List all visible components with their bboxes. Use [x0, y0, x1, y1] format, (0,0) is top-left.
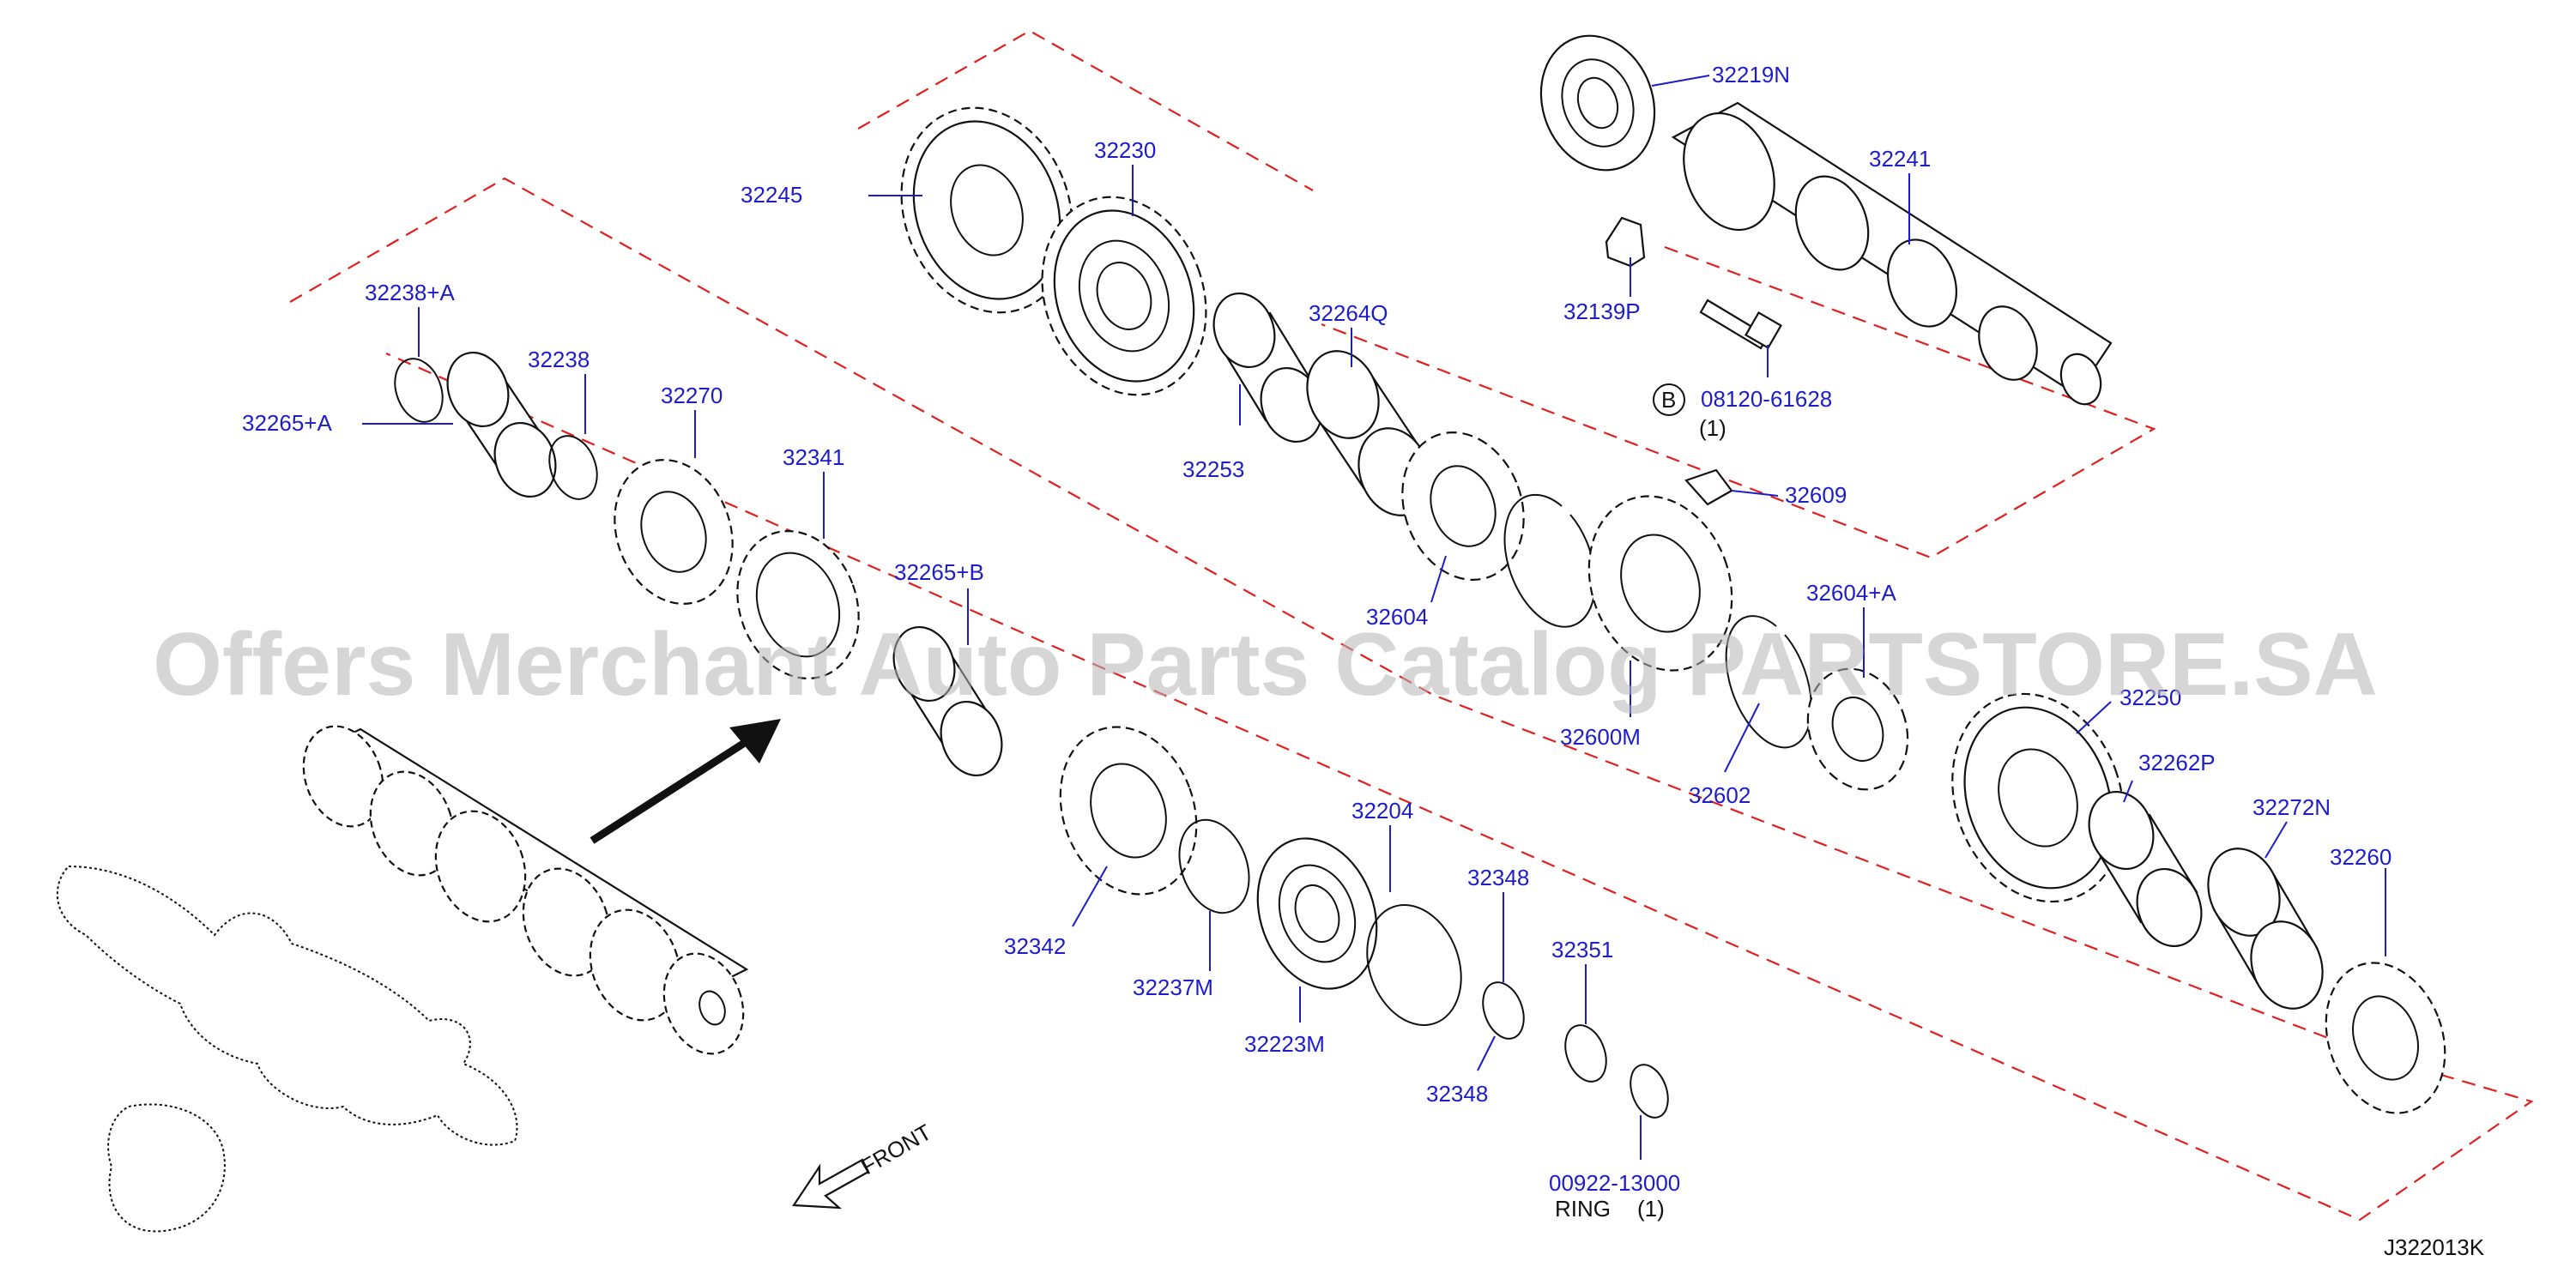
label-32260[interactable]: 32260 [2330, 844, 2392, 870]
label-32204[interactable]: 32204 [1351, 798, 1413, 824]
ball-bearing-32219N [1539, 34, 1656, 172]
group-outline-upper [857, 29, 1314, 191]
label-32348-lower[interactable]: 32348 [1426, 1081, 1488, 1107]
watermark: Offers Merchant Auto Parts Catalog PARTS… [153, 615, 2378, 715]
leader-lines [362, 75, 2386, 1160]
label-32351[interactable]: 32351 [1551, 937, 1613, 962]
snap-ring-32602 [1725, 615, 1812, 749]
assembled-mainshaft [302, 725, 749, 1055]
label-32264Q[interactable]: 32264Q [1309, 300, 1388, 326]
bushing-32265B [892, 625, 1003, 777]
synchro-hub-32604 [1401, 431, 1525, 582]
ring-name: RING [1555, 1196, 1611, 1222]
label-32604[interactable]: 32604 [1366, 604, 1428, 630]
label-32238A[interactable]: 32238+A [365, 280, 455, 305]
part-labels: 32219N 32245 32230 32241 32139P 32264Q 0… [242, 62, 2392, 1196]
bolt-qty: (1) [1699, 415, 1726, 441]
snap-ring-32348 [1482, 981, 1525, 1040]
spacer-32204 [1366, 904, 1462, 1026]
front-direction-icon [792, 1158, 870, 1210]
label-32262P[interactable]: 32262P [2138, 750, 2216, 775]
label-32348-upper[interactable]: 32348 [1467, 865, 1529, 890]
label-32602[interactable]: 32602 [1689, 782, 1751, 808]
label-32250[interactable]: 32250 [2119, 685, 2181, 710]
gear-32342 [1059, 726, 1198, 896]
synchro-hub-32604A [1806, 667, 1909, 791]
group-outline-main [289, 177, 2534, 1222]
transmission-case-outline [57, 865, 518, 1233]
b-circle-icon [1653, 383, 1685, 416]
label-32341[interactable]: 32341 [783, 444, 844, 470]
label-32139P[interactable]: 32139P [1563, 299, 1641, 324]
ring-note: RING (1) [1555, 1196, 1665, 1222]
gear-32260 [2325, 962, 2446, 1114]
bushing-32262P [2088, 790, 2203, 948]
needle-bearing-32272N [2207, 848, 2324, 1010]
assembly-arrow [590, 733, 758, 844]
label-32270[interactable]: 32270 [661, 383, 723, 408]
label-32604A[interactable]: 32604+A [1806, 580, 1896, 606]
ring-00922-13000 [1630, 1064, 1669, 1119]
diagram-code: J322013K [2384, 1234, 2485, 1260]
ball-bearing-32223M [1256, 837, 1378, 990]
snap-ring-32237M [1178, 818, 1250, 914]
snap-ring-32238 [548, 435, 598, 500]
label-32237M[interactable]: 32237M [1133, 974, 1213, 1000]
arrowhead-icon [729, 719, 781, 763]
label-32245[interactable]: 32245 [741, 182, 802, 208]
ring-qty: (1) [1637, 1196, 1665, 1222]
label-08120-61628[interactable]: 08120-61628 [1701, 386, 1832, 412]
shaft-32241 [1671, 101, 2113, 406]
bracket-32139P [1605, 216, 1646, 268]
label-32342[interactable]: 32342 [1004, 933, 1066, 959]
label-32219N[interactable]: 32219N [1712, 62, 1790, 87]
bushing-32265A [446, 351, 557, 498]
label-32265A[interactable]: 32265+A [242, 410, 332, 436]
label-00922-13000[interactable]: 00922-13000 [1549, 1170, 1680, 1196]
label-32223M[interactable]: 32223M [1244, 1031, 1325, 1057]
label-32265B[interactable]: 32265+B [894, 559, 984, 585]
bolt-08120-61628 [1699, 299, 1782, 350]
thrust-washer-32351 [1564, 1024, 1607, 1083]
bolt-note: B (1) [1653, 383, 1726, 441]
front-label: FRONT [856, 1119, 936, 1179]
label-32230[interactable]: 32230 [1094, 137, 1156, 163]
gear-32250 [1951, 692, 2125, 903]
label-32238[interactable]: 32238 [528, 347, 590, 372]
gear-32270 [614, 458, 734, 606]
bolt-symbol: B [1661, 387, 1676, 413]
key-32609 [1684, 468, 1733, 506]
gear-32245 [900, 106, 1073, 314]
gear-32230 [1041, 196, 1207, 396]
label-32609[interactable]: 32609 [1785, 482, 1847, 508]
label-32600M[interactable]: 32600M [1560, 724, 1641, 750]
gear-32341 [736, 529, 860, 680]
group-outline-upper-right [1321, 245, 2156, 559]
label-32253[interactable]: 32253 [1182, 456, 1244, 482]
label-32241[interactable]: 32241 [1869, 146, 1931, 172]
label-32272N[interactable]: 32272N [2252, 794, 2331, 820]
gear-32600M [1587, 495, 1733, 672]
snap-ring-32238A [394, 358, 444, 423]
